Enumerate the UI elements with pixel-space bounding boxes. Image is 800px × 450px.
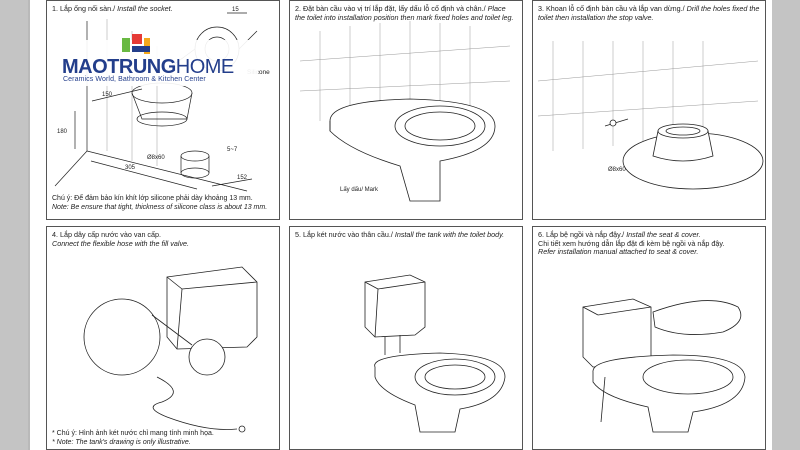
step-5-title: 5. Lắp két nước vào thân cầu./ Install t… — [295, 230, 517, 240]
brand-tagline: Ceramics World, Bathroom & Kitchen Cente… — [63, 76, 206, 83]
step-6-vi: 6. Lắp bệ ngồi và nắp đậy./ — [538, 230, 625, 239]
brand-name-bold: MAOTRUNG — [62, 56, 176, 78]
step-2-vi: 2. Đặt bàn cầu vào vị trí lắp đặt, lấy d… — [295, 4, 486, 13]
silicone-label: Silicone — [247, 69, 270, 76]
left-margin — [0, 0, 28, 450]
step-1-note: Chú ý: Để đảm bảo kín khít lớp silicone … — [52, 195, 276, 212]
hole-label: Ø8x60 — [147, 155, 165, 161]
step-6-line3: Refer installation manual attached to se… — [538, 247, 699, 256]
dim-150-label: 150 — [102, 92, 113, 98]
hole-label-3: Ø8x60 — [608, 167, 626, 173]
step-1-note-vi: Chú ý: Để đảm bảo kín khít lớp silicone … — [52, 195, 253, 202]
step-4-note-en: * Note: The tank's drawing is only illus… — [52, 438, 191, 446]
step-6-title: 6. Lắp bệ ngồi và nắp đậy./ Install the … — [538, 230, 760, 257]
step-3-panel: 3. Khoan lỗ cố định bàn cầu và lắp van d… — [532, 0, 766, 220]
step-3-illustration: Ø8x60 — [537, 41, 764, 190]
step-6-line2: Chi tiết xem hướng dẫn lắp đặt đi kèm bệ… — [538, 238, 725, 248]
step-4-title: 4. Lắp dây cấp nước vào van cấp. Connect… — [52, 230, 274, 248]
dim-15-label: 15 — [232, 7, 239, 13]
step-4-note: * Chú ý: Hình ảnh két nước chỉ mang tính… — [52, 430, 276, 447]
dim-305-label: 305 — [125, 165, 136, 171]
step-1-en: Install the socket. — [117, 4, 173, 13]
step-3-vi: 3. Khoan lỗ cố định bàn cầu và lắp van d… — [538, 4, 685, 13]
step-6-panel: 6. Lắp bệ ngồi và nắp đậy./ Install the … — [532, 226, 766, 450]
step-3-en: Drill the holes fixed the toilet then in… — [538, 4, 760, 22]
instruction-sheet: 1. Lắp ống nối sàn./ Install the socket. — [30, 0, 772, 450]
step-4-vi: 4. Lắp dây cấp nước vào van cấp. — [52, 230, 162, 239]
step-2-en: Place the toilet into installation posit… — [295, 4, 514, 22]
brand-name-light: HOME — [175, 56, 235, 78]
step-4-en: Connect the flexible hose with the fill … — [52, 238, 190, 248]
step-4-note-vi: * Chú ý: Hình ảnh két nước chỉ mang tính… — [52, 430, 214, 437]
step-5-illustration — [364, 274, 506, 433]
step-1-note-en: Note: Be ensure that tight, thickness of… — [52, 203, 268, 211]
step-3-title: 3. Khoan lỗ cố định bàn cầu và lắp van d… — [538, 4, 760, 22]
step-4-illustration — [83, 266, 258, 433]
step-2-illustration: Lấy dấu/ Mark — [299, 21, 511, 202]
brand-logo: MAOTRUNGHOME Ceramics World, Bathroom & … — [62, 34, 258, 86]
step-6-en: Install the seat & cover. — [626, 230, 701, 239]
step-1-title: 1. Lắp ống nối sàn./ Install the socket. — [52, 4, 274, 14]
mark-label: Lấy dấu/ Mark — [340, 187, 379, 193]
step-1-vi: 1. Lắp ống nối sàn./ — [52, 4, 116, 13]
logo-mark-icon — [122, 34, 150, 54]
step-6-illustration — [582, 298, 746, 433]
step-4-panel: 4. Lắp dây cấp nước vào van cấp. Connect… — [46, 226, 280, 450]
brand-name: MAOTRUNGHOME — [62, 56, 234, 79]
step-2-title: 2. Đặt bàn cầu vào vị trí lắp đặt, lấy d… — [295, 4, 517, 22]
step-5-vi: 5. Lắp két nước vào thân cầu./ — [295, 230, 393, 239]
dim-5-7-label: 5~7 — [227, 147, 238, 153]
step-5-en: Install the tank with the toilet body. — [394, 230, 505, 239]
step-2-panel: 2. Đặt bàn cầu vào vị trí lắp đặt, lấy d… — [289, 0, 523, 220]
step-1-illustration: 15 Silicone 150 180 305 Ø8x60 5~7 152 — [54, 7, 270, 192]
dim-180-label: 180 — [57, 129, 68, 135]
right-margin — [772, 0, 800, 450]
step-1-panel: 1. Lắp ống nối sàn./ Install the socket. — [46, 0, 280, 220]
step-5-panel: 5. Lắp két nước vào thân cầu./ Install t… — [289, 226, 523, 450]
dim-152-label: 152 — [237, 175, 248, 181]
